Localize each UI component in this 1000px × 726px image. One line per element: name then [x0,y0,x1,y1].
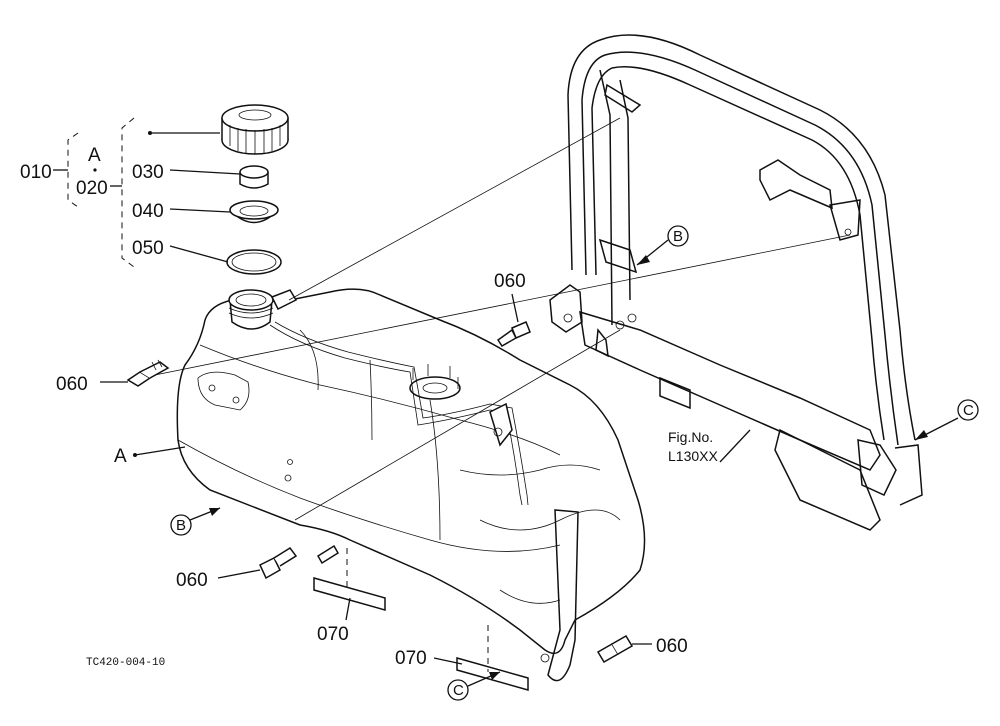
ref-b-frame: B [673,228,683,245]
callout-010: 010 [20,162,52,183]
bolt-060-upper [496,321,531,347]
ref-c-frame: C [963,402,974,419]
callout-060-left: 060 [56,374,88,395]
fuel-tank [176,288,646,682]
projection-line-1 [288,117,621,301]
ref-b-frame-marker [667,225,689,247]
ref-c-frame-marker [957,399,979,421]
callout-030: 030 [132,162,164,183]
cushion-070-front [313,577,386,611]
packing-050 [226,249,282,275]
callout-040: 040 [132,201,164,222]
bolt-060-rear [596,634,634,664]
ref-c-bottom-marker [447,679,469,701]
callout-070-front: 070 [317,624,349,645]
callout-060-lower: 060 [176,570,208,591]
ref-b-tank: B [176,517,186,534]
projection-line-3 [294,329,621,521]
bolt-060-lower [259,546,298,580]
fuel-cap [221,104,289,155]
callout-060-upper: 060 [494,271,526,292]
strainer-030 [239,165,269,189]
leader-assembly-a [134,446,186,456]
assembly-bracket-010 [53,117,135,268]
bolt-060-left [126,359,170,387]
fig-ref-line2: L130XX [668,448,718,464]
callout-assembly-a-left: A [114,446,127,467]
rops-frame [549,34,923,531]
callout-060-rear: 060 [656,636,688,657]
leader-fig-ref [719,429,751,463]
callout-assembly-a-top: A [88,145,101,166]
callout-050: 050 [132,238,164,259]
drawing-code: TC420-004-10 [86,657,165,669]
projection-line-2 [139,234,851,379]
callout-020: 020 [76,178,108,199]
ref-b-tank-marker [170,514,192,536]
callout-070-rear: 070 [395,648,427,669]
fig-ref-line1: Fig.No. [668,429,713,445]
ref-c-bottom: C [453,682,464,699]
collar-040 [229,200,279,224]
